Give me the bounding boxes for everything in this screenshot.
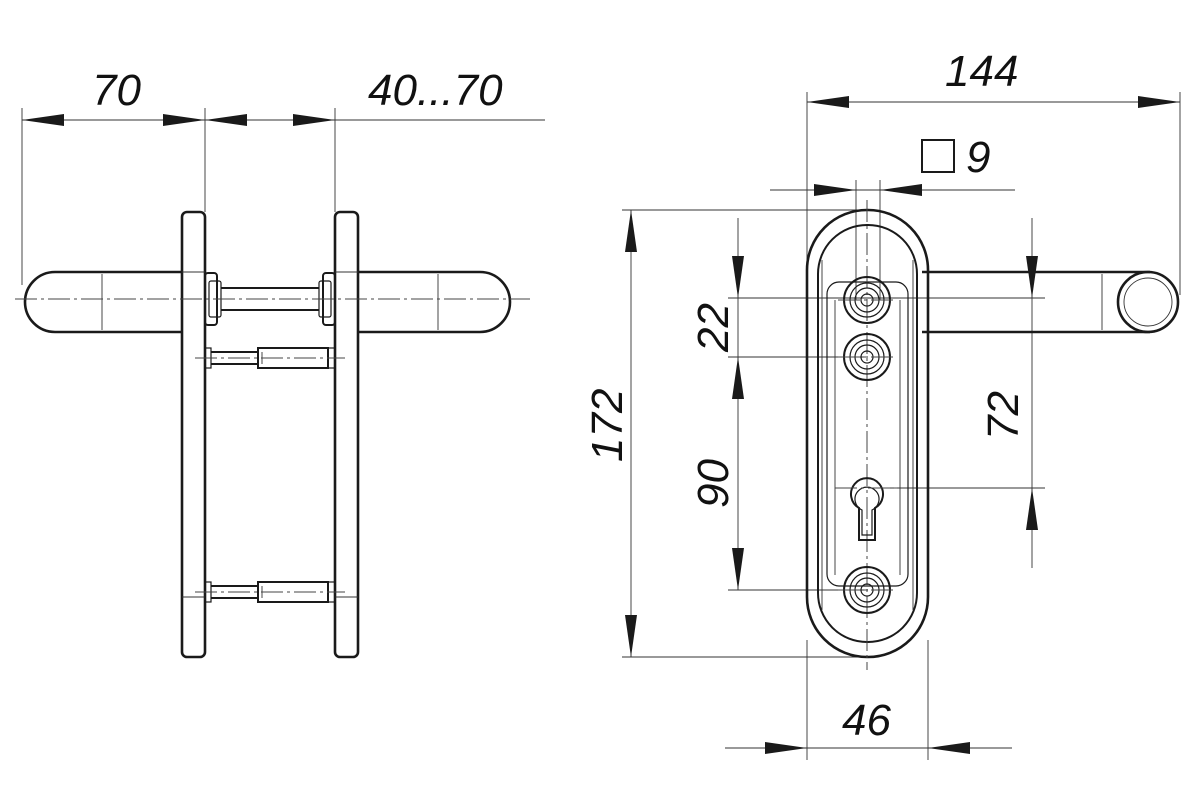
- dim-screw-spacing: 22: [689, 303, 738, 353]
- upper-through-bolt: [195, 347, 345, 369]
- dim-plate-width: 46: [842, 696, 891, 745]
- side-view: 70 40...70: [15, 66, 545, 659]
- dim-overall-width: 144: [945, 47, 1018, 96]
- dim-handle-to-cylinder: 72: [979, 391, 1028, 440]
- dim-spindle: 9: [966, 133, 990, 182]
- bottom-screw: [838, 566, 896, 614]
- front-lever: [922, 270, 1180, 334]
- right-lever: [358, 270, 512, 334]
- top-screw: [838, 276, 896, 324]
- cylinder-cutout: [850, 477, 884, 541]
- dim-total-height: 172: [583, 389, 632, 462]
- second-screw: [838, 333, 896, 381]
- right-backplate: [333, 210, 360, 659]
- left-backplate: [180, 210, 207, 659]
- square-spindle-icon: [921, 139, 955, 173]
- left-lever: [23, 270, 182, 334]
- lower-through-bolt: [195, 581, 345, 603]
- dim-door-thickness: 40...70: [368, 66, 503, 115]
- front-view: 144 9 172 22 90 72: [583, 47, 1181, 760]
- dim-cylinder-center: 90: [689, 459, 738, 508]
- dim-handle-length: 70: [92, 66, 141, 115]
